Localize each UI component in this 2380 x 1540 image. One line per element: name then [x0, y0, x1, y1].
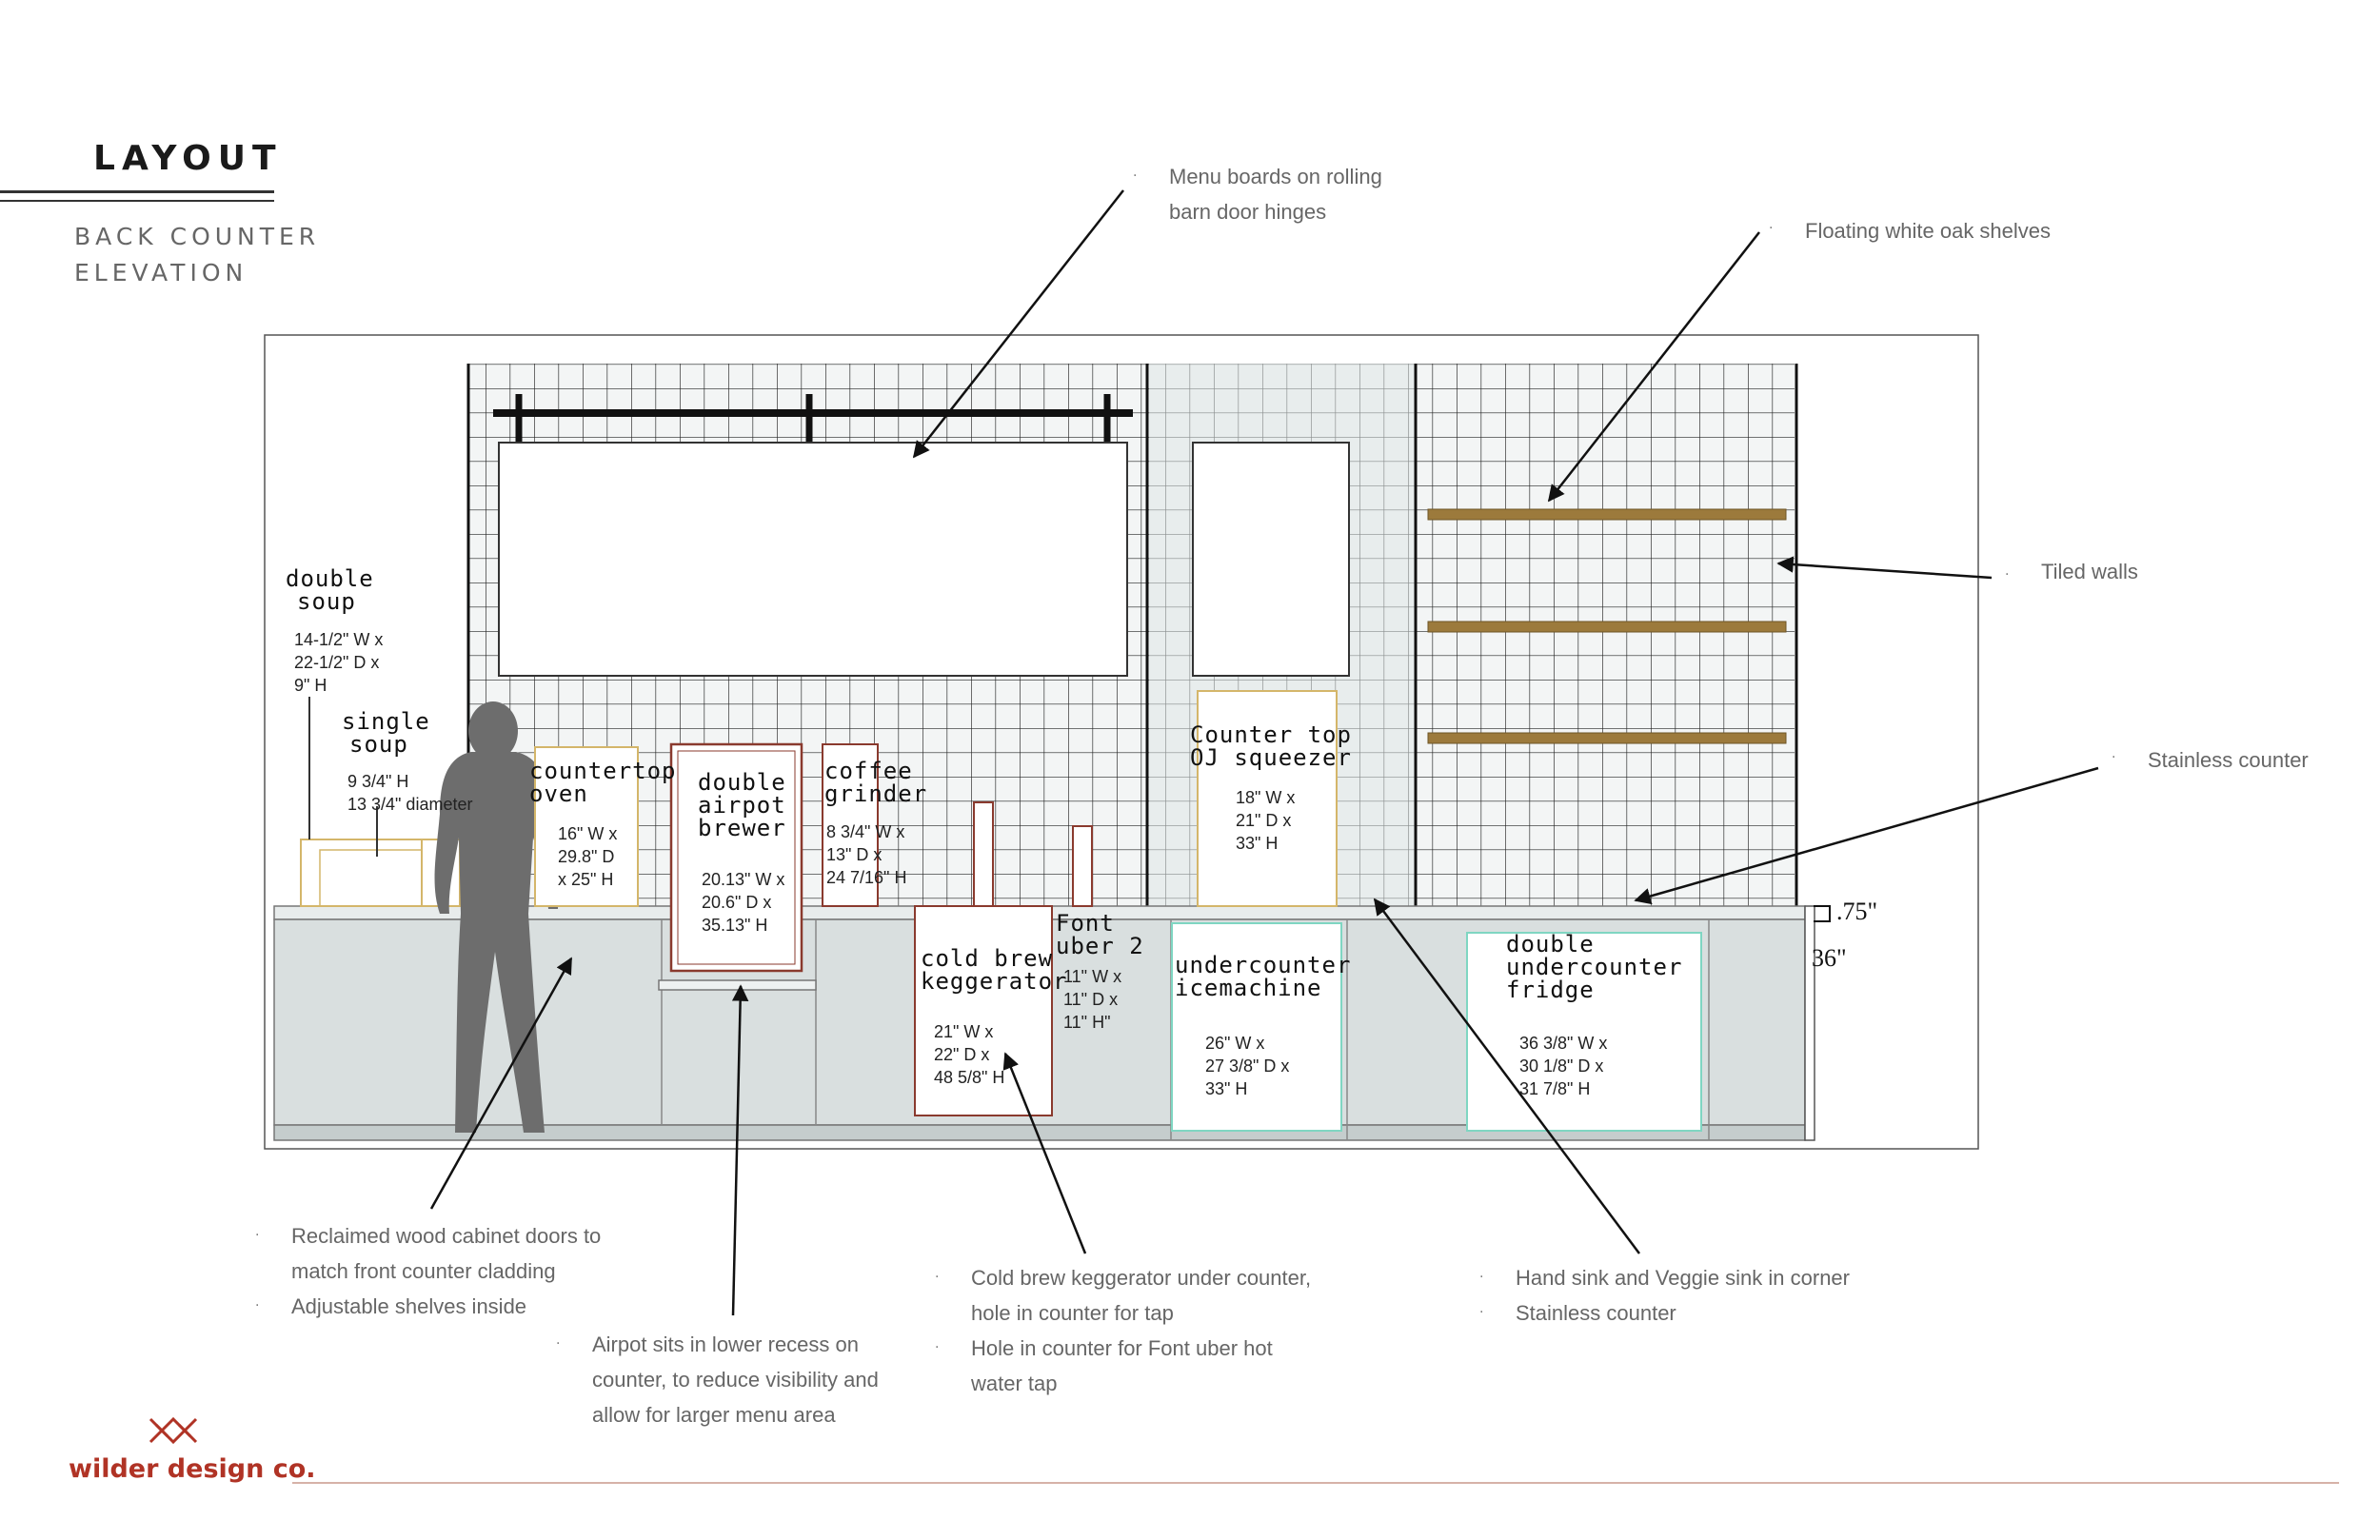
keggerator [914, 905, 1053, 1116]
countertop-oven [534, 746, 639, 907]
airpot-arrow [731, 984, 749, 1316]
font-bullet: · [935, 1340, 939, 1355]
counter-thickness-bracket [1814, 905, 1831, 922]
oj-squeezer [1197, 690, 1338, 907]
subtitle-line-2: ELEVATION [74, 259, 248, 286]
page-title: LAYOUT [93, 139, 283, 178]
sink-arrow [1373, 898, 1641, 1254]
tiled-walls-bullet: · [2005, 567, 2009, 582]
counter-height-dim: 36" [1812, 944, 1847, 972]
keggerator-bullet: · [935, 1270, 939, 1285]
icemachine [1171, 922, 1342, 1132]
menu-board-large [498, 442, 1128, 677]
airpot-brewer [669, 742, 803, 973]
cabinet-bullet-2: · [255, 1298, 259, 1313]
shelves-note: Floating white oak shelves [1805, 219, 2051, 243]
floating-shelf-1 [1427, 508, 1787, 521]
stainless-note: Stainless counter [2148, 748, 2309, 772]
subtitle-line-1: BACK COUNTER [74, 223, 321, 250]
shelves-bullet: · [1769, 221, 1773, 236]
title-rule-secondary [0, 200, 274, 202]
title-rule [0, 190, 274, 193]
font-uber-tap [1072, 825, 1093, 907]
page-subtitle: BACK COUNTER ELEVATION [74, 219, 320, 291]
airpot-recess [658, 979, 817, 991]
elevation-frame [264, 334, 1979, 1150]
keggerator-arrow [1002, 1052, 1087, 1254]
stainless-counter-note: Stainless counter [1516, 1301, 1676, 1325]
stainless-arrow [1634, 766, 2099, 905]
keggerator-tap [973, 801, 994, 907]
menu-board-small [1192, 442, 1350, 677]
shelves-arrow [1547, 231, 1760, 503]
undercounter-fridge [1466, 932, 1702, 1132]
keggerator-note: Cold brew keggerator under counter,hole … [971, 1266, 1311, 1325]
floating-shelf-2 [1427, 621, 1787, 633]
sink-note: Hand sink and Veggie sink in corner [1516, 1266, 1850, 1290]
stainless-note-bullet: · [1479, 1305, 1483, 1320]
floating-shelf-3 [1427, 732, 1787, 744]
counter-end-panel [1804, 905, 1815, 1141]
menu-boards-bullet: · [1133, 168, 1137, 184]
coffee-grinder [822, 743, 879, 907]
brand-logo-mark [149, 1416, 198, 1445]
cabinet-bullet-1: · [255, 1228, 259, 1243]
counter-thickness-dim: .75" [1836, 898, 1877, 925]
airpot-brewer-inner [677, 750, 796, 965]
sink-bullet: · [1479, 1270, 1483, 1285]
cabinet-doors-arrow [429, 957, 573, 1210]
shelves-inside-note: Adjustable shelves inside [291, 1294, 526, 1318]
tiled-walls-note: Tiled walls [2041, 560, 2138, 583]
brand-name: wilder design co. [69, 1454, 316, 1484]
double-soup-inner [319, 849, 423, 907]
footer-rule [292, 1482, 2339, 1484]
stainless-bullet: · [2112, 750, 2115, 765]
menu-boards-arrow [912, 189, 1124, 459]
airpot-bullet: · [556, 1336, 560, 1352]
tiled-walls-arrow [1776, 556, 1993, 580]
